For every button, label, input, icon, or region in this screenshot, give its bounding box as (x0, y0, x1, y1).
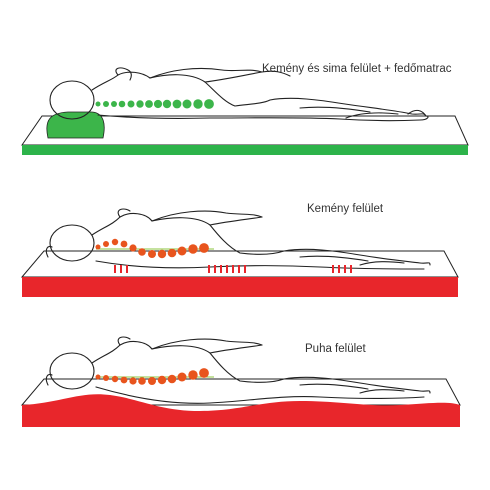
head (49, 80, 95, 120)
sleeper-illustration (20, 208, 459, 297)
spine-dots (95, 99, 214, 109)
pillow (46, 111, 105, 139)
pressure-marks (114, 265, 352, 273)
mattress (20, 378, 461, 427)
spine-dots (95, 368, 209, 385)
head (49, 352, 95, 390)
mattress-surface-red (22, 277, 458, 297)
spine-dots (95, 238, 209, 259)
panel-caption: Puha felület (305, 343, 366, 355)
head (49, 224, 95, 262)
mattress (21, 115, 469, 155)
mattress-surface-green (22, 145, 468, 155)
sleeper-illustration (20, 336, 461, 427)
panel-firm-flat-topper: Kemény és sima felület + fedőmatrac (0, 0, 490, 165)
sleeper-illustration (21, 67, 469, 155)
body-outline (45, 336, 431, 404)
mattress (20, 250, 459, 297)
panel-firm: Kemény felület (0, 165, 490, 315)
body-outline (45, 208, 431, 270)
mattress-surface-red (22, 394, 460, 427)
panel-caption: Kemény és sima felület + fedőmatrac (262, 63, 452, 75)
panel-caption: Kemény felület (307, 203, 384, 215)
panel-soft: Puha felület (0, 315, 490, 490)
body-outline (49, 67, 429, 122)
